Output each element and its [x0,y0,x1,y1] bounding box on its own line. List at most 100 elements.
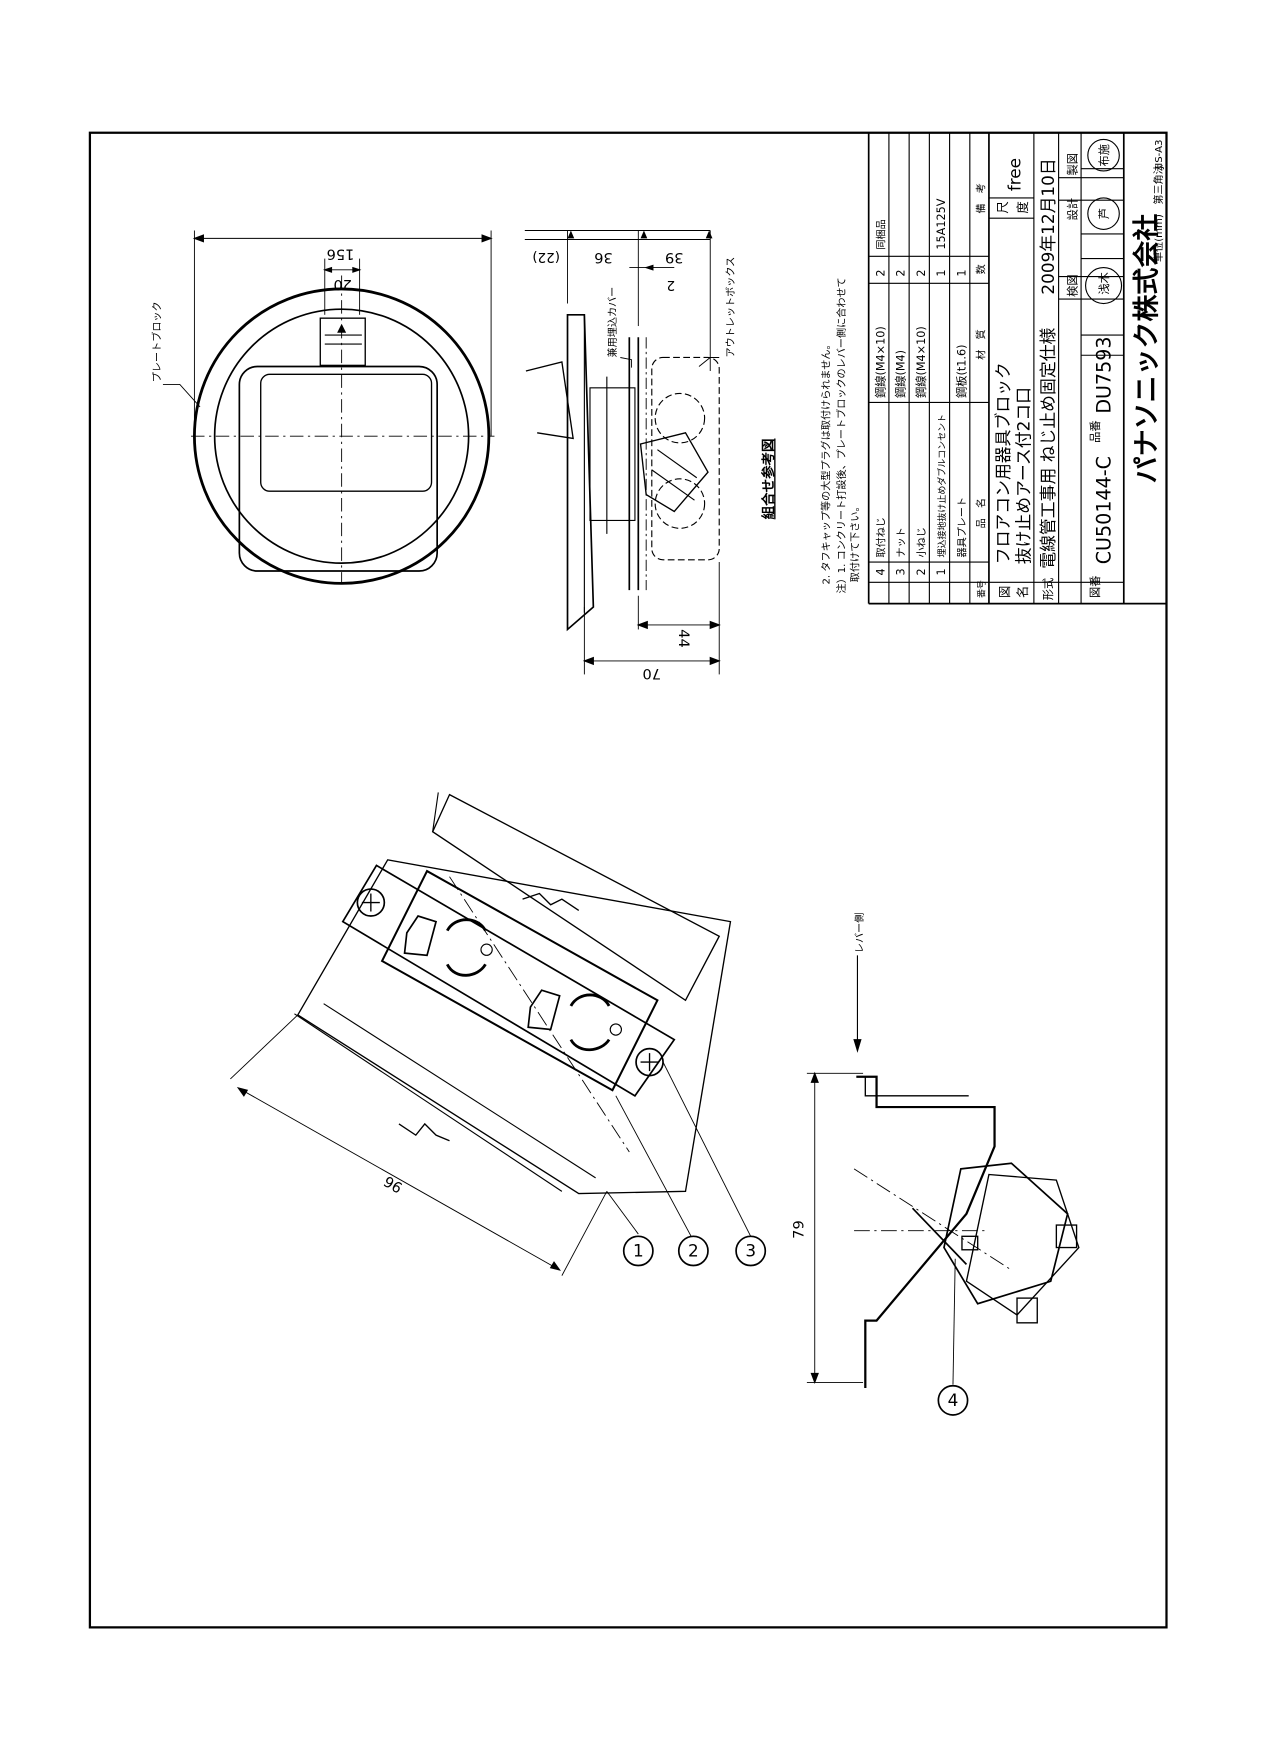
stamp-2-icon [1087,197,1120,230]
label-lever-side: レバー側 [853,913,866,953]
row1-no: 1 [935,568,948,575]
row2-material: 鋼線(M4×10) [914,326,928,398]
row2-qty: 2 [915,269,928,276]
side-view [806,955,1080,1389]
title-line-2: 抜け止めアース付2コ口 [1013,387,1033,564]
section-plate [566,313,595,632]
scale-label-2: 度 [1015,201,1030,213]
sekkei-label: 設計 [1066,198,1080,220]
stamp-3-icon [1087,138,1120,172]
row0-qty: 1 [955,269,968,276]
callout-labels: プレートブロック 兼用埋込カバー アウトレットボックス レバー側 組合せ参考図 [151,257,866,953]
katashiki-label: 形式 [1042,578,1055,600]
row4-remarks: 同梱品 [874,219,887,249]
lever-slot [319,317,366,367]
balloon-3 [735,1235,767,1267]
balloon-4-label: 4 [948,1390,959,1410]
parts-table: 4 取付ねじ 鋼線(M4×10) 2 同梱品 3 ナット 鋼線(M4) 2 2 … [873,183,987,598]
dim-70: 70 [643,665,662,682]
row1-remarks: 15A125V [935,198,948,249]
dim-20: 20 [333,276,352,293]
header-name: 品 名 [974,498,987,528]
balloon-1-label: 1 [633,1241,644,1261]
dim-44: 44 [675,629,692,648]
zuban-label: 図番 [1089,576,1102,598]
iso-plate [341,864,676,1097]
model-number: CU50144-C [1092,456,1115,564]
row4-qty: 2 [874,269,887,276]
dim-39: 39 [665,249,684,266]
katashiki-value: 電線管工事用 ねじ止め固定仕様 [1038,327,1058,568]
stamp-3: 布施 [1098,144,1111,166]
row0-material: 鋼板(t1.6) [954,345,968,398]
row3-qty: 2 [895,269,908,276]
balloon-2-label: 2 [688,1241,699,1261]
header-qty: 数 [974,264,987,274]
section-view [524,230,721,675]
drawing-number: DU7593 [1092,336,1115,413]
row2-name: 小ねじ [916,527,928,557]
projection-label: 第三角法 [1152,164,1165,204]
label-cover: 兼用埋込カバー [606,287,619,358]
mei-label: 名 [1015,586,1030,598]
header-remarks: 備 考 [974,183,987,213]
isometric-view [230,792,752,1276]
stamp-1-icon [1085,267,1123,305]
row0-name: 器具プレート [956,497,968,558]
zu-label: 図 [998,586,1012,598]
title-block: 図 名 フロアコン用器具ブロック 抜け止めアース付2コ口 尺 度 free 形式… [993,138,1165,600]
kenzu-label: 検図 [1066,274,1080,296]
dim-36: 36 [594,249,613,266]
plate-window-outer [238,365,438,572]
note-1-continued: 取付けて下さい。 [849,501,862,582]
side-outlet-body [943,1162,1069,1305]
company-name: パナソニック株式会社 [1130,214,1162,484]
dimension-labels: 156 20 (22) 36 2 39 44 70 96 79 [327,246,808,1239]
dim-96: 96 [381,1172,406,1196]
row1-qty: 1 [935,269,948,276]
dim-22: (22) [532,249,560,265]
header-no: 番号 [975,580,987,598]
note-1: 注）1. コンクリート打設後、プレートブロックのレバー側に合わせて [835,277,848,593]
hinban-label: 品番 [1089,420,1102,442]
scale-label-1: 尺 [996,201,1010,213]
unit-label: 単位(mm) [1152,214,1165,262]
header-material: 材 質 [974,329,987,359]
section-lever [525,361,574,440]
label-outlet-box: アウトレットボックス [725,257,737,358]
note-2: 2. タフキャップ等の大型プラグは取付けられません。 [819,339,832,584]
row3-name: ナット [896,527,908,557]
balloon-3-label: 3 [745,1241,756,1261]
part-balloons: 1 2 3 4 [622,1235,969,1416]
notes: 2. タフキャップ等の大型プラグは取付けられません。 注）1. コンクリート打設… [819,277,861,593]
iso-screw-top [356,888,386,917]
dim-2: 2 [667,277,676,293]
iso-outlet-box [296,859,732,1195]
stamp-2: 芦 [1098,208,1111,219]
assembly-reference-title: 組合せ参考図 [760,439,777,520]
title-line-1: フロアコン用器具ブロック [993,362,1013,564]
row3-no: 3 [895,568,908,575]
balloon-2 [677,1235,709,1267]
bracket [856,1075,996,1389]
date: 2009年12月10日 [1038,158,1058,294]
paper-size-label: JIS-A3 [1154,140,1165,170]
dim-156: 156 [327,246,355,263]
row3-material: 鋼線(M4) [894,350,908,398]
row1-name: 埋込接地抜け止めダブルコンセント [936,414,948,558]
stamp-1: 浅木 [1098,272,1111,294]
row2-no: 2 [915,568,928,575]
seizu-label: 製図 [1066,153,1080,175]
balloon-4 [937,1384,969,1416]
scale-value: free [1004,158,1024,191]
balloon-1 [622,1235,654,1267]
row4-no: 4 [874,568,887,575]
label-plate-block: プレートブロック [151,301,164,382]
sheet-frame [88,131,1168,1629]
row4-name: 取付ねじ [874,517,887,557]
plate-window-inner [260,373,433,492]
dim-79: 79 [791,1220,808,1239]
iso-cover [431,793,721,1002]
iso-outlet-face [380,869,659,1092]
